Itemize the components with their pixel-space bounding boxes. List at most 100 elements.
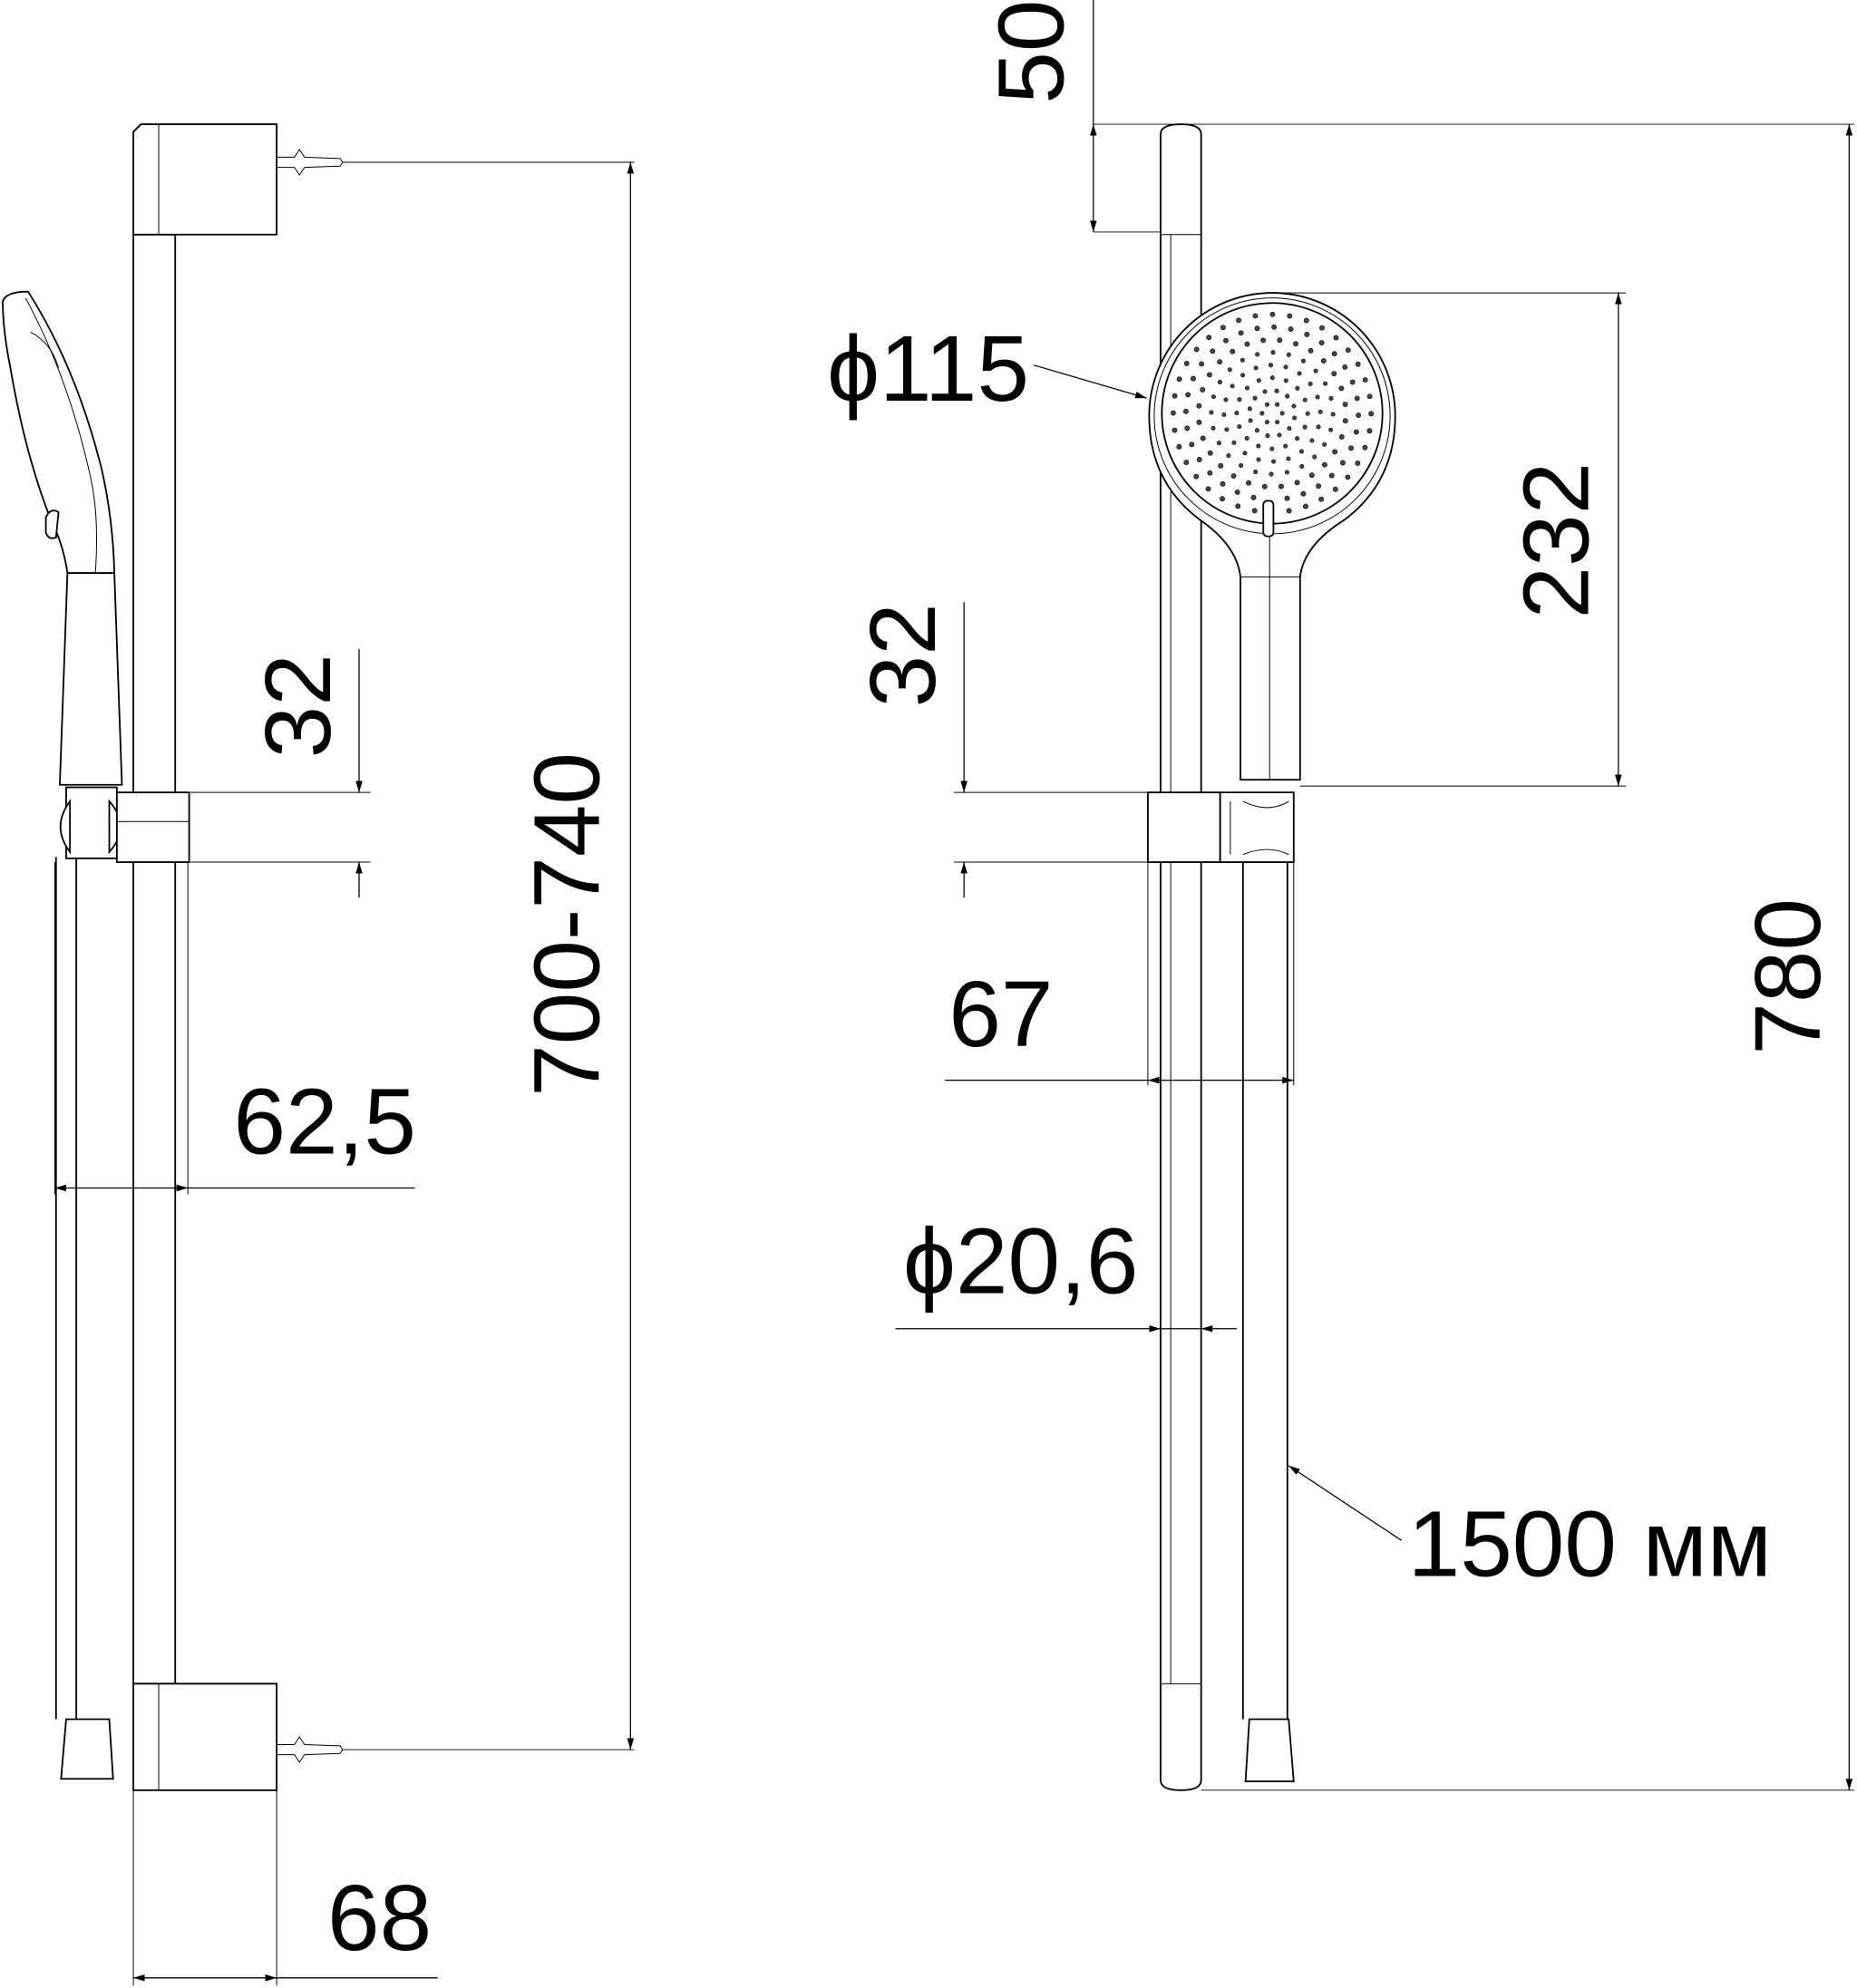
nozzle (1184, 425, 1191, 432)
nozzle (1210, 425, 1216, 431)
nozzle (1302, 397, 1308, 402)
nozzle (1220, 496, 1225, 502)
nozzle (1338, 434, 1345, 440)
nozzle (1345, 347, 1351, 354)
nozzle (1220, 325, 1226, 331)
nozzle (1205, 486, 1211, 492)
nozzle (1304, 332, 1310, 337)
nozzle (1274, 388, 1279, 393)
nozzle (1320, 358, 1327, 364)
hose-right (1241, 862, 1295, 1782)
nozzle (1209, 410, 1214, 415)
nozzle (1256, 378, 1261, 383)
dim-offset-left: 62,5 (53, 862, 416, 1195)
nozzle (1333, 335, 1339, 341)
nozzle (1183, 460, 1190, 466)
dim-head-length: 232 (1272, 292, 1627, 787)
nozzle (1230, 383, 1235, 389)
nozzle (1176, 443, 1182, 450)
nozzle (1193, 346, 1200, 353)
nozzle (1283, 364, 1288, 370)
nozzle (1287, 313, 1293, 319)
nozzle (1264, 402, 1269, 407)
nozzle (1246, 480, 1251, 486)
nozzle (1308, 381, 1313, 387)
nozzle (1297, 371, 1302, 376)
nozzle (1300, 490, 1307, 497)
hand-shower-side (2, 290, 190, 863)
nozzle (1318, 340, 1325, 345)
spray-lever (44, 509, 60, 539)
nozzle (1332, 486, 1338, 492)
nozzle (1349, 379, 1356, 385)
nozzle (1305, 411, 1310, 416)
top-bracket-left (132, 123, 344, 236)
nozzle (1286, 456, 1291, 461)
nozzle (1238, 330, 1244, 336)
nozzle (1218, 462, 1224, 469)
nozzle (1253, 365, 1259, 371)
nozzle (1217, 359, 1223, 365)
nozzle (1230, 348, 1236, 354)
nozzle (1264, 420, 1269, 425)
nozzle (1217, 380, 1222, 385)
dim-head-length-label: 232 (1502, 462, 1608, 619)
nozzle (1226, 453, 1231, 459)
dim-clamp-width: 67 (945, 862, 1295, 1086)
nozzle (1262, 389, 1268, 394)
nozzle (1244, 435, 1249, 441)
dim-bracket-left: 68 (132, 1789, 438, 1986)
nozzle (1283, 378, 1288, 383)
wall-anchor-bottom (277, 1736, 344, 1763)
nozzle (1196, 402, 1202, 409)
nozzle (1300, 358, 1306, 364)
nozzle (1321, 461, 1327, 468)
nozzle (1309, 438, 1315, 443)
nozzle (1332, 449, 1338, 455)
nozzle (1223, 337, 1229, 344)
nozzle (1172, 393, 1178, 399)
nozzle (1292, 415, 1298, 421)
nozzle (1269, 311, 1276, 317)
dim-total-right: 780 (1201, 124, 1854, 1791)
nozzle (1286, 508, 1292, 514)
nozzle (1353, 429, 1359, 435)
nozzle (1328, 472, 1335, 479)
clamp-knob-left (59, 799, 72, 855)
nozzle (1185, 392, 1191, 398)
nozzle (1252, 395, 1258, 401)
nozzle (1303, 317, 1309, 324)
nozzle (1271, 324, 1278, 330)
hose-length-label: 1500 мм (1408, 1490, 1772, 1595)
nozzle (1339, 460, 1346, 466)
dim-height-label: 700-740 (513, 752, 618, 1097)
spray-toggle (1262, 499, 1275, 538)
nozzle (1244, 341, 1250, 347)
nozzle (1206, 372, 1212, 378)
nozzle (1317, 409, 1323, 414)
rail-left (132, 233, 177, 1685)
nozzle (1236, 317, 1242, 324)
nozzle (1345, 474, 1351, 480)
nozzle (1331, 351, 1337, 357)
nozzle (1323, 381, 1328, 386)
dim-top-right: 50 (977, 0, 1854, 233)
dim-clamp-right: 32 (850, 602, 1148, 898)
hose-nut (1244, 1718, 1295, 1782)
nozzle (1342, 364, 1348, 370)
nozzle (1235, 503, 1241, 509)
nozzle (1252, 313, 1259, 319)
nozzle (1269, 375, 1275, 381)
nozzle (1221, 412, 1227, 417)
nozzle (1356, 412, 1362, 418)
shower-head-front (1148, 292, 1396, 781)
wall-anchor-top (277, 149, 344, 176)
nozzle (1295, 436, 1300, 441)
nozzle (1342, 418, 1348, 424)
front-view: 50 780 ϕ115 232 32 (827, 0, 1854, 1791)
nozzle (1220, 480, 1226, 487)
nozzle (1210, 348, 1216, 354)
nozzle (1319, 325, 1325, 331)
nozzle (1176, 376, 1182, 383)
nozzle (1366, 428, 1373, 434)
